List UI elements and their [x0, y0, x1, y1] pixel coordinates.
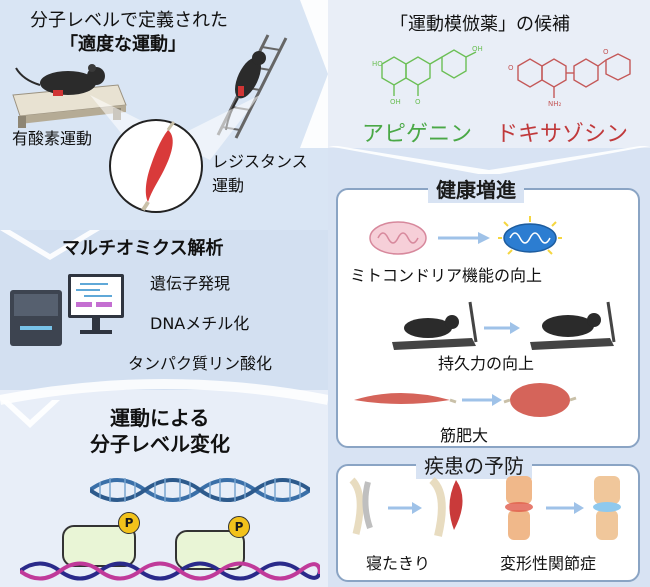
- bone-muscle-icon: [349, 476, 463, 537]
- svg-text:HO: HO: [372, 60, 383, 68]
- dna-helix-icon: [90, 478, 310, 502]
- drug-doxazosin: ドキサゾシン: [496, 122, 629, 147]
- aerobic-label: 有酸素運動: [12, 129, 93, 148]
- dna-methylation-strand: [20, 561, 320, 581]
- down-chevron-wide-icon: [328, 146, 650, 176]
- health-title: 健康増進: [428, 174, 524, 203]
- exercise-title-line2: 「適度な運動」: [60, 34, 186, 55]
- mitochondria-icon: [369, 216, 562, 255]
- candidates-title: 「運動模倣薬」の候補: [390, 14, 570, 35]
- svg-text:O: O: [415, 98, 421, 106]
- multiomics-title: マルチオミクス解析: [62, 238, 224, 259]
- muscle-hypertrophy-icon: [354, 383, 577, 417]
- molecular-change-panel: [0, 390, 328, 587]
- down-chevron-small-icon: [0, 400, 60, 428]
- phospho-badge-2: P: [228, 516, 250, 538]
- bedridden-label: 寝たきり: [366, 554, 431, 573]
- molecular-change-line2: 分子レベル変化: [90, 432, 230, 456]
- svg-text:NH₂: NH₂: [548, 100, 562, 108]
- mouse-endurance-icon: [392, 301, 616, 350]
- omics-protein-phosphorylation: タンパク質リン酸化: [128, 354, 273, 373]
- apigenin-structure-icon: HO OH O OH: [372, 45, 483, 106]
- svg-text:O: O: [508, 64, 514, 72]
- knee-joint-icon: [505, 476, 621, 540]
- doxazosin-structure-icon: O NH₂ O: [508, 48, 631, 108]
- mito-label: ミトコンドリア機能の向上: [350, 266, 543, 285]
- svg-text:OH: OH: [472, 45, 483, 53]
- svg-text:O: O: [603, 48, 609, 56]
- resistance-label-line2: 運動: [212, 176, 245, 195]
- hypertrophy-label: 筋肥大: [440, 426, 489, 445]
- muscle-fiber-icon: [109, 119, 203, 213]
- osteoarthritis-label: 変形性関節症: [500, 554, 597, 573]
- molecular-change-line1: 運動による: [110, 406, 210, 430]
- omics-dna-methylation: DNAメチル化: [150, 314, 250, 333]
- phospho-badge-1: P: [118, 512, 140, 534]
- arc-divider: [0, 379, 328, 405]
- mouse-on-treadmill-icon: [12, 64, 127, 128]
- svg-text:OH: OH: [390, 98, 401, 106]
- endurance-label: 持久力の向上: [438, 354, 535, 373]
- omics-gene-expression: 遺伝子発現: [150, 274, 231, 293]
- resistance-label-line1: レジスタンス: [212, 152, 308, 171]
- down-chevron-icon: [0, 230, 100, 260]
- prevention-title: 疾患の予防: [416, 450, 532, 479]
- exercise-title-line1: 分子レベルで定義された: [30, 10, 228, 31]
- sequencer-computer-icon: [10, 274, 124, 346]
- drug-apigenin: アピゲニン: [362, 122, 473, 147]
